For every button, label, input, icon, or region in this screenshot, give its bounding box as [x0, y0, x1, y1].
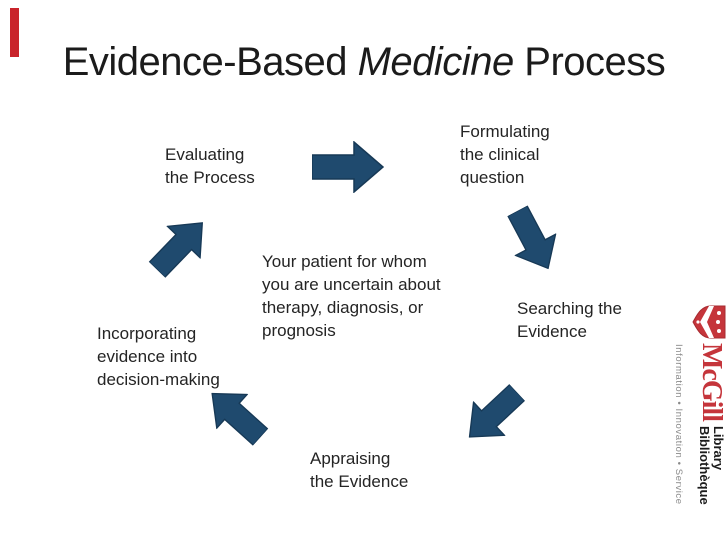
arrow-formulating-to-searching [497, 200, 569, 280]
step-label-searching: Searching the Evidence [517, 299, 622, 341]
step-label-incorporating: Incorporating evidence into decision-mak… [97, 324, 220, 389]
brand-tagline: Information • Innovation • Service [673, 344, 684, 505]
mcgill-wordmark: McGill [696, 343, 727, 421]
arrow-evaluating-to-formulating [312, 141, 384, 193]
arrow-appraising-to-incorporating [196, 375, 276, 454]
brand-unit-bibliotheque: Bibliothèque [697, 425, 712, 505]
title-italic-word: Medicine [357, 40, 515, 84]
slide-title: Evidence-Based Medicine Process [0, 40, 728, 85]
center-text: Your patient for whom you are uncertain … [262, 252, 441, 340]
arrow-searching-to-appraising [453, 375, 533, 454]
mcgill-logo-lockup: McGill Library Bibliothèque Information … [668, 288, 728, 546]
red-accent-bar [10, 8, 19, 57]
brand-unit-library: Library [711, 425, 726, 471]
step-label-evaluating: Evaluating the Process [165, 145, 255, 187]
mcgill-crest-icon [692, 305, 726, 339]
step-label-formulating: Formulating the clinical question [460, 122, 550, 187]
arrow-incorporating-to-evaluating [140, 206, 220, 286]
step-label-appraising: Appraising the Evidence [310, 449, 409, 491]
title-post: Process [513, 40, 666, 84]
mcgill-logo: McGill Library Bibliothèque Information … [668, 288, 728, 546]
title-pre: Evidence-Based [62, 40, 358, 84]
